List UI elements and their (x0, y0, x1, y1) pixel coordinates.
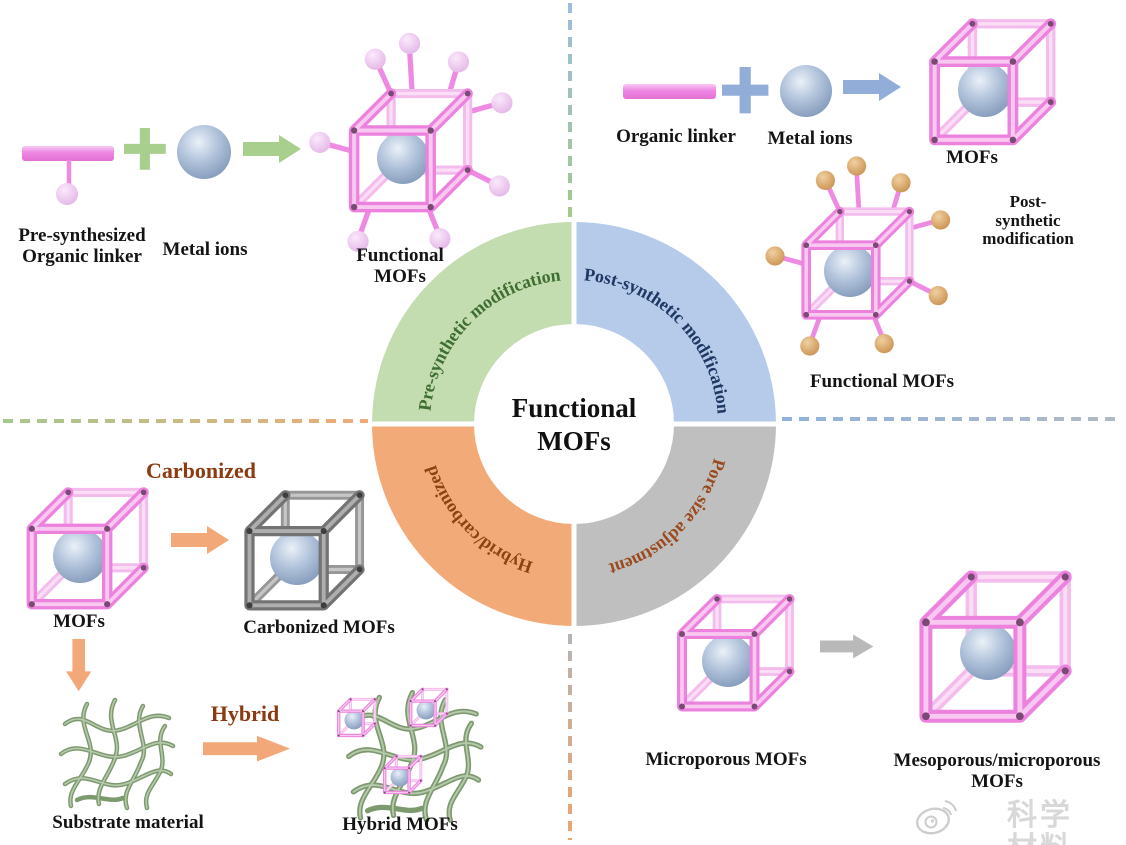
mofs-label: MOFs (946, 147, 998, 168)
ring-center-title-line2: MOFs (537, 426, 611, 456)
weibo-icon (916, 800, 957, 835)
watermark-text: 科学材料站 (1007, 799, 1073, 845)
organic-linker-label: Organic linker (616, 126, 736, 147)
strategy-ring (372, 222, 776, 626)
substrate-material-label: Substrate material (52, 812, 204, 833)
functional-mofs-label: Functional MOFs (809, 371, 955, 392)
hybrid-carbonized-scheme (28, 489, 481, 821)
functional-mof-cube (765, 156, 950, 355)
metal-ions-label: Metal ions (767, 128, 853, 149)
carbonized-mofs-label: Carbonized MOFs (243, 617, 395, 638)
pre-synthesized-linker (22, 146, 114, 205)
quadrant-dividers (3, 3, 1122, 840)
hybrid-mofs-graphic (337, 688, 481, 820)
functional-mofs-label: Functional MOFs (356, 245, 444, 287)
right-arrow-icon (243, 135, 301, 163)
right-arrow-icon (843, 73, 901, 101)
functional-mof-cube (309, 33, 512, 252)
pre-synthesized-linker-label: Pre-synthesized Organic linker (18, 225, 146, 267)
carbonized-process-label: Carbonized (146, 458, 256, 483)
mof-cube (931, 20, 1054, 144)
metal-ion-sphere (177, 125, 231, 179)
hybrid-process-label: Hybrid (210, 701, 280, 726)
ring-segment-gaps (370, 220, 778, 628)
mofs-label: MOFs (53, 611, 105, 632)
post-synthetic-scheme (623, 20, 1054, 356)
right-arrow-icon (820, 634, 874, 659)
ring-segment-pore-size (572, 422, 776, 626)
plus-icon (124, 128, 166, 170)
ring-segment-pre-synthetic (372, 222, 576, 426)
hybrid-mofs-label: Hybrid MOFs (342, 814, 458, 835)
right-arrow-icon (171, 526, 229, 554)
pore-size-scheme (679, 573, 1069, 721)
mesoporous-mof-cube (922, 573, 1069, 721)
ring-segment-post-synthetic (572, 222, 776, 426)
mesoporous-mofs-label: Mesoporous/microporous MOFs (893, 750, 1101, 792)
microporous-mof-cube (679, 596, 793, 710)
ring-segment-hybrid-carbonized (372, 422, 576, 626)
post-synthetic-modification-label: Post-synthetic modification (982, 192, 1074, 249)
right-arrow-icon (203, 735, 290, 762)
pre-synthetic-scheme (22, 33, 513, 252)
metal-ions-label: Metal ions (162, 239, 248, 260)
ring-center-title-line1: Functional (512, 393, 637, 423)
down-arrow-icon (66, 639, 92, 692)
carbonized-mof-cube (246, 492, 363, 609)
microporous-mofs-label: Microporous MOFs (645, 749, 807, 770)
organic-linker-bar (623, 84, 716, 99)
metal-ion-sphere (780, 65, 832, 117)
substrate-fibers (61, 700, 173, 808)
mof-cube (28, 489, 147, 608)
plus-icon (722, 67, 769, 114)
